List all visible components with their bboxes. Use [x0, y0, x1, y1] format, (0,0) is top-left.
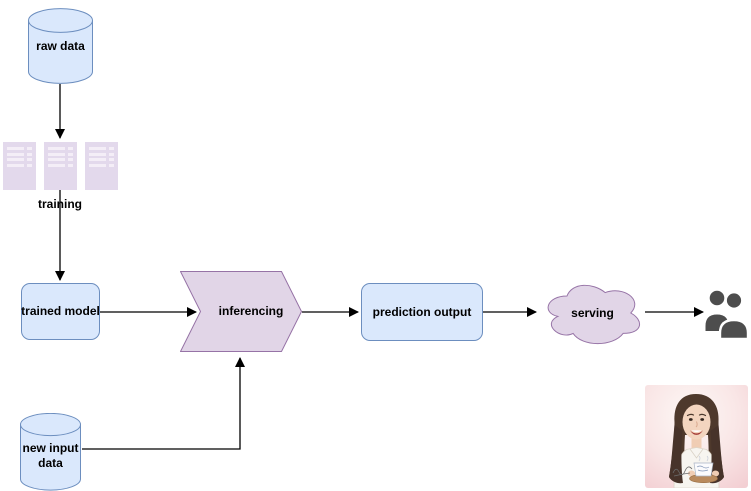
document-icon	[44, 142, 77, 190]
document-icon	[3, 142, 36, 190]
node-serving[interactable]: serving	[540, 278, 645, 348]
node-label: prediction output	[372, 304, 472, 319]
node-trained-model[interactable]: trained model	[21, 283, 100, 340]
node-raw-data[interactable]: raw data	[28, 8, 93, 84]
edge-new-input-data-to-inferencing	[82, 357, 245, 450]
node-prediction-output[interactable]: prediction output	[361, 283, 483, 341]
database-icon	[28, 8, 93, 84]
node-label: new input data	[22, 441, 79, 470]
avatar-image	[645, 385, 748, 489]
node-label: trained model	[21, 304, 100, 318]
users-icon	[705, 290, 750, 339]
node-label: raw data	[36, 38, 85, 53]
avatar-illustration	[645, 385, 748, 489]
node-users[interactable]	[704, 289, 750, 339]
node-new-input-data[interactable]: new input data	[20, 413, 81, 491]
node-training-documents[interactable]	[3, 142, 118, 190]
document-icon	[85, 142, 118, 190]
node-label: serving	[571, 305, 614, 320]
node-label: inferencing	[218, 304, 284, 318]
database-icon	[20, 413, 81, 491]
training-label: training	[38, 197, 82, 211]
node-inferencing[interactable]: inferencing	[180, 271, 302, 352]
cloud-shape	[547, 284, 640, 344]
step-arrow-shape	[180, 271, 302, 352]
